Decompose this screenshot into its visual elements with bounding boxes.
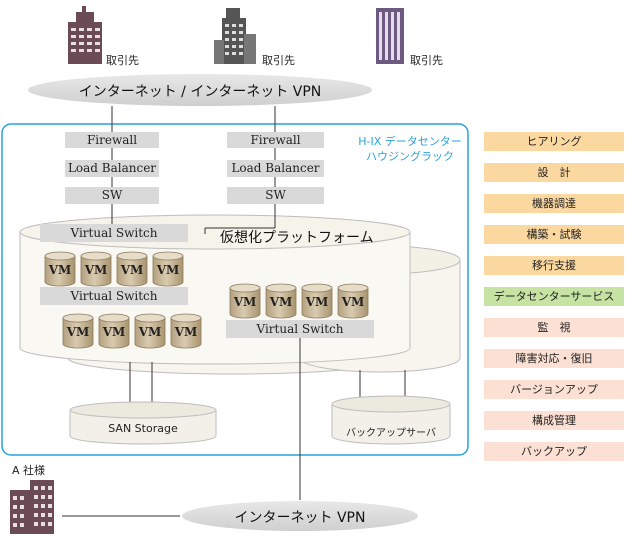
building-icon-partner-1	[68, 6, 102, 64]
vm-cylinder	[44, 251, 76, 287]
vm-cylinder	[80, 251, 112, 287]
building-icon-partner-2	[214, 8, 256, 64]
bottom-network-cloud	[182, 501, 418, 531]
vm-cylinder	[229, 283, 261, 319]
top-network-cloud	[28, 74, 372, 106]
vm-label: VM	[120, 263, 144, 277]
vm-label: VM	[48, 263, 72, 277]
virtual-switch-2: Virtual Switch	[40, 287, 188, 305]
vm-label: VM	[341, 295, 365, 309]
service-backup: バックアップ	[484, 442, 624, 461]
service-procurement: 機器調達	[484, 194, 624, 213]
switch-right: SW	[227, 187, 324, 204]
datacenter-label-line-1: H-IX データセンター	[358, 135, 462, 148]
building-icon-customer	[10, 480, 54, 534]
vm-cylinder	[170, 313, 202, 349]
vm-cylinder	[116, 251, 148, 287]
customer-label: A 社様	[12, 464, 46, 477]
bottom-network-label: インターネット VPN	[234, 510, 366, 526]
vm-label: VM	[305, 295, 329, 309]
vm-cylinder	[62, 313, 94, 349]
load-balancer-right: Load Balancer	[227, 160, 324, 177]
vm-label: VM	[66, 325, 90, 339]
backup-server-drum	[331, 395, 451, 445]
vm-label: VM	[174, 325, 198, 339]
vm-label: VM	[138, 325, 162, 339]
vm-cylinder	[265, 283, 297, 319]
datacenter-label: H-IX データセンター ハウジングラック	[356, 134, 464, 164]
load-balancer-left: Load Balancer	[65, 160, 159, 177]
service-build-test: 構築・試験	[484, 225, 624, 244]
service-config-management: 構成管理	[484, 411, 624, 430]
service-incident-recovery: 障害対応・復旧	[484, 349, 624, 368]
vm-label: VM	[233, 295, 257, 309]
switch-left: SW	[65, 187, 159, 204]
san-storage-drum	[69, 401, 217, 445]
vm-cylinder	[134, 313, 166, 349]
virtual-switch-3: Virtual Switch	[226, 320, 374, 338]
vm-label: VM	[84, 263, 108, 277]
service-monitoring: 監 視	[484, 318, 624, 337]
vm-label: VM	[156, 263, 180, 277]
vm-cylinder	[301, 283, 333, 319]
backup-server-label: バックアップサーバ	[346, 428, 436, 439]
partner-label-3: 取引先	[410, 54, 443, 67]
service-hearing: ヒアリング	[484, 132, 624, 151]
san-storage-label: SAN Storage	[108, 422, 178, 435]
virtual-switch-1: Virtual Switch	[40, 224, 188, 242]
vm-label: VM	[269, 295, 293, 309]
building-icon-partner-3	[376, 8, 404, 64]
top-network-label: インターネット / インターネット VPN	[78, 84, 322, 100]
service-design: 設 計	[484, 163, 624, 182]
vm-cylinder	[98, 313, 130, 349]
vm-cylinder	[152, 251, 184, 287]
datacenter-label-line-2: ハウジングラック	[366, 150, 454, 163]
firewall-left: Firewall	[65, 132, 159, 148]
service-version-up: バージョンアップ	[484, 380, 624, 399]
service-migration: 移行支援	[484, 256, 624, 275]
partner-label-2: 取引先	[262, 54, 295, 67]
service-datacenter: データセンターサービス	[484, 287, 624, 306]
firewall-right: Firewall	[227, 132, 324, 148]
vm-label: VM	[102, 325, 126, 339]
partner-label-1: 取引先	[106, 54, 139, 67]
vm-layer	[44, 251, 369, 349]
platform-title: 仮想化プラットフォーム	[220, 230, 374, 246]
vm-cylinder	[337, 283, 369, 319]
